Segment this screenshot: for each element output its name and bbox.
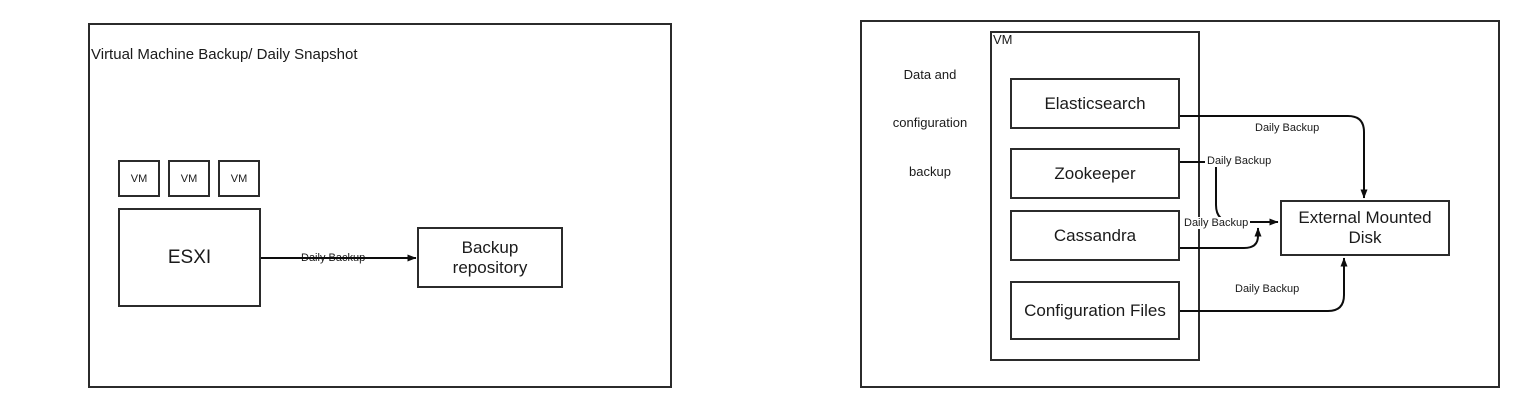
left-panel-frame bbox=[88, 23, 672, 388]
vm-box-2: VM bbox=[168, 160, 210, 197]
vm-box-3-label: VM bbox=[230, 172, 248, 185]
service-label-elasticsearch: Elasticsearch bbox=[1044, 93, 1146, 113]
backup-repository-label-line1: Backup bbox=[461, 237, 519, 257]
edge-label-zookeeper-to-disk: Daily Backup bbox=[1205, 155, 1274, 168]
external-mounted-disk-label-line2: Disk bbox=[1348, 228, 1382, 247]
vm-box-2-label: VM bbox=[180, 172, 198, 185]
vm-box-3: VM bbox=[218, 160, 260, 197]
right-panel-caption-line3: backup bbox=[909, 164, 951, 179]
service-box-elasticsearch: Elasticsearch bbox=[1010, 78, 1180, 129]
external-mounted-disk-box: External Mounted Disk bbox=[1280, 200, 1450, 256]
backup-repository-label-line2: repository bbox=[452, 257, 528, 277]
backup-repository-box: Backup repository bbox=[417, 227, 563, 288]
service-box-zookeeper: Zookeeper bbox=[1010, 148, 1180, 199]
service-box-configuration-files: Configuration Files bbox=[1010, 281, 1180, 340]
right-panel-caption-line2: configuration bbox=[892, 115, 968, 131]
service-label-configuration-files: Configuration Files bbox=[1024, 300, 1166, 320]
esxi-host-label: ESXI bbox=[167, 246, 212, 268]
vm-box-1-label: VM bbox=[130, 172, 148, 185]
service-label-cassandra: Cassandra bbox=[1053, 225, 1137, 245]
esxi-host-box: ESXI bbox=[118, 208, 261, 307]
left-panel-caption: Virtual Machine Backup/ Daily Snapshot bbox=[91, 46, 358, 63]
right-panel-caption: Data and configuration backup bbox=[880, 34, 980, 213]
service-box-cassandra: Cassandra bbox=[1010, 210, 1180, 261]
edge-label-elasticsearch-to-disk: Daily Backup bbox=[1253, 122, 1322, 135]
right-panel-caption-line1: Data and bbox=[903, 66, 957, 82]
vm-container-label: VM bbox=[993, 32, 1013, 47]
vm-box-1: VM bbox=[118, 160, 160, 197]
edge-label-configuration-files-to-disk: Daily Backup bbox=[1233, 283, 1302, 296]
edge-label-esxi-to-repository: Daily Backup bbox=[299, 252, 368, 265]
edge-label-cassandra-to-disk: Daily Backup bbox=[1182, 217, 1251, 230]
external-mounted-disk-label-line1: External Mounted bbox=[1298, 208, 1432, 228]
service-label-zookeeper: Zookeeper bbox=[1054, 163, 1136, 183]
